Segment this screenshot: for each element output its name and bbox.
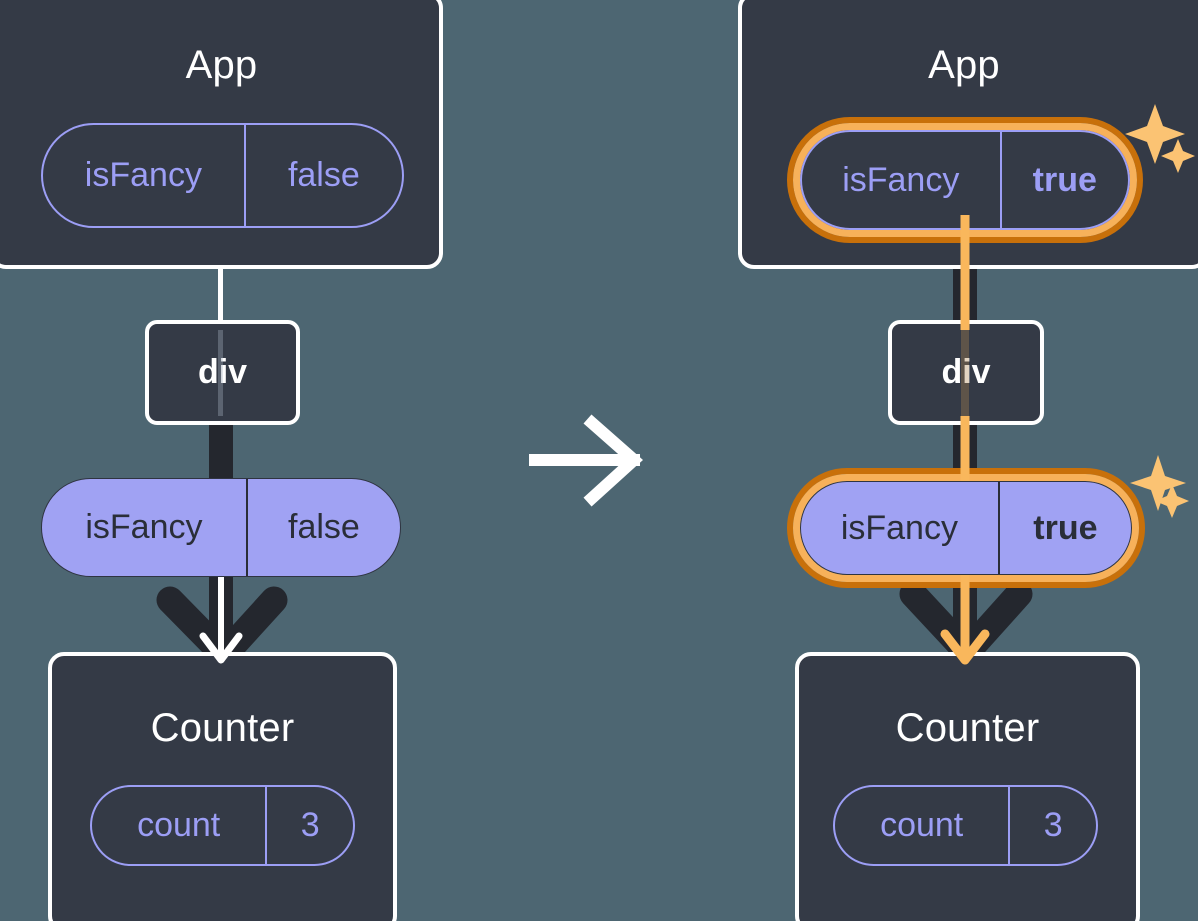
left-prop-pill: isFancy false <box>41 478 401 577</box>
left-prop-key: isFancy <box>85 508 203 546</box>
right-app-title: App <box>928 43 1000 87</box>
left-counter-state-key: count <box>137 806 221 844</box>
left-div-box: div <box>145 320 300 425</box>
right-counter-state-key: count <box>880 806 964 844</box>
left-app-state-key: isFancy <box>84 156 202 194</box>
right-counter-title: Counter <box>895 706 1040 750</box>
right-app-state-pill: isFancy true <box>800 130 1130 230</box>
right-counter-state-value: 3 <box>1008 787 1096 864</box>
left-prop-value: false <box>245 479 400 576</box>
left-counter-state-pill: count 3 <box>90 785 355 866</box>
right-prop-key: isFancy <box>840 508 958 547</box>
left-wire-ghost-in-div <box>218 330 223 416</box>
left-app-state-pill: isFancy false <box>41 123 404 228</box>
right-div-label: div <box>941 353 991 391</box>
left-app-state-value: false <box>243 125 402 226</box>
left-app-title: App <box>185 43 258 87</box>
left-wire-app-to-div <box>218 215 223 330</box>
right-app-state-key: isFancy <box>842 160 960 199</box>
right-div-box: div <box>888 320 1044 425</box>
right-wire-ghost-in-div <box>961 330 969 416</box>
right-app-state-value: true <box>999 132 1128 228</box>
right-counter-state-pill: count 3 <box>833 785 1098 866</box>
left-counter-state-value: 3 <box>265 787 353 864</box>
left-div-label: div <box>197 353 248 391</box>
left-counter-title: Counter <box>150 706 295 750</box>
right-prop-pill: isFancy true <box>800 481 1132 575</box>
right-prop-value: true <box>997 482 1131 574</box>
